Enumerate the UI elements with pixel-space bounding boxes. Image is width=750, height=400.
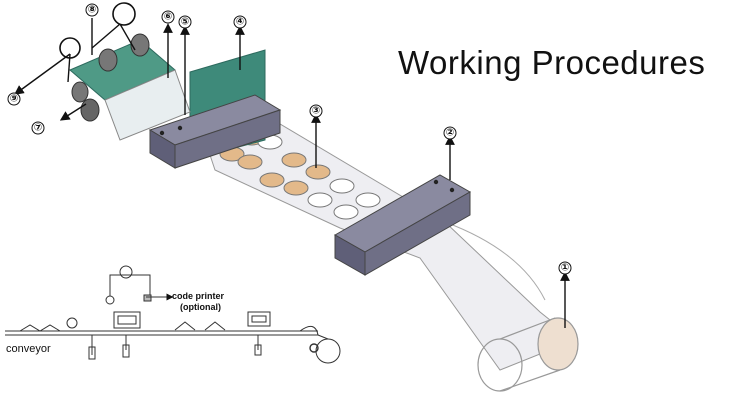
inset-schematic xyxy=(5,265,341,364)
cups xyxy=(219,130,381,220)
page-title: Working Procedures xyxy=(398,44,706,81)
svg-text:⑤: ⑤ xyxy=(181,17,189,28)
conveyor-label: conveyor xyxy=(6,343,51,355)
svg-text:⑧: ⑧ xyxy=(88,5,96,16)
code-printer-note: (optional) xyxy=(180,302,221,312)
roller-ring-left xyxy=(59,37,81,59)
callout-9: ⑨ xyxy=(7,92,21,106)
right-block xyxy=(333,174,472,276)
code-printer-label: code printer xyxy=(172,291,225,301)
left-block xyxy=(148,94,282,169)
svg-text:②: ② xyxy=(446,128,454,139)
svg-text:⑥: ⑥ xyxy=(164,12,172,23)
film-curve xyxy=(444,221,546,301)
svg-text:④: ④ xyxy=(236,17,244,28)
roller-ring-right xyxy=(112,2,136,26)
callout-4: ④ xyxy=(233,15,247,29)
leader-lines xyxy=(14,18,570,328)
callout-5: ⑤ xyxy=(178,15,192,29)
callout-3: ③ xyxy=(309,104,323,118)
callout-7: ⑦ xyxy=(31,121,45,135)
callout-2: ② xyxy=(443,126,457,140)
svg-text:⑦: ⑦ xyxy=(34,123,42,134)
callout-1: ① xyxy=(558,261,572,275)
film-roll xyxy=(477,317,579,392)
svg-text:①: ① xyxy=(561,263,569,274)
callout-8: ⑧ xyxy=(85,3,99,17)
svg-text:③: ③ xyxy=(312,106,320,117)
roller-frame xyxy=(69,33,191,141)
svg-text:⑨: ⑨ xyxy=(10,94,18,105)
callout-6: ⑥ xyxy=(161,10,175,24)
